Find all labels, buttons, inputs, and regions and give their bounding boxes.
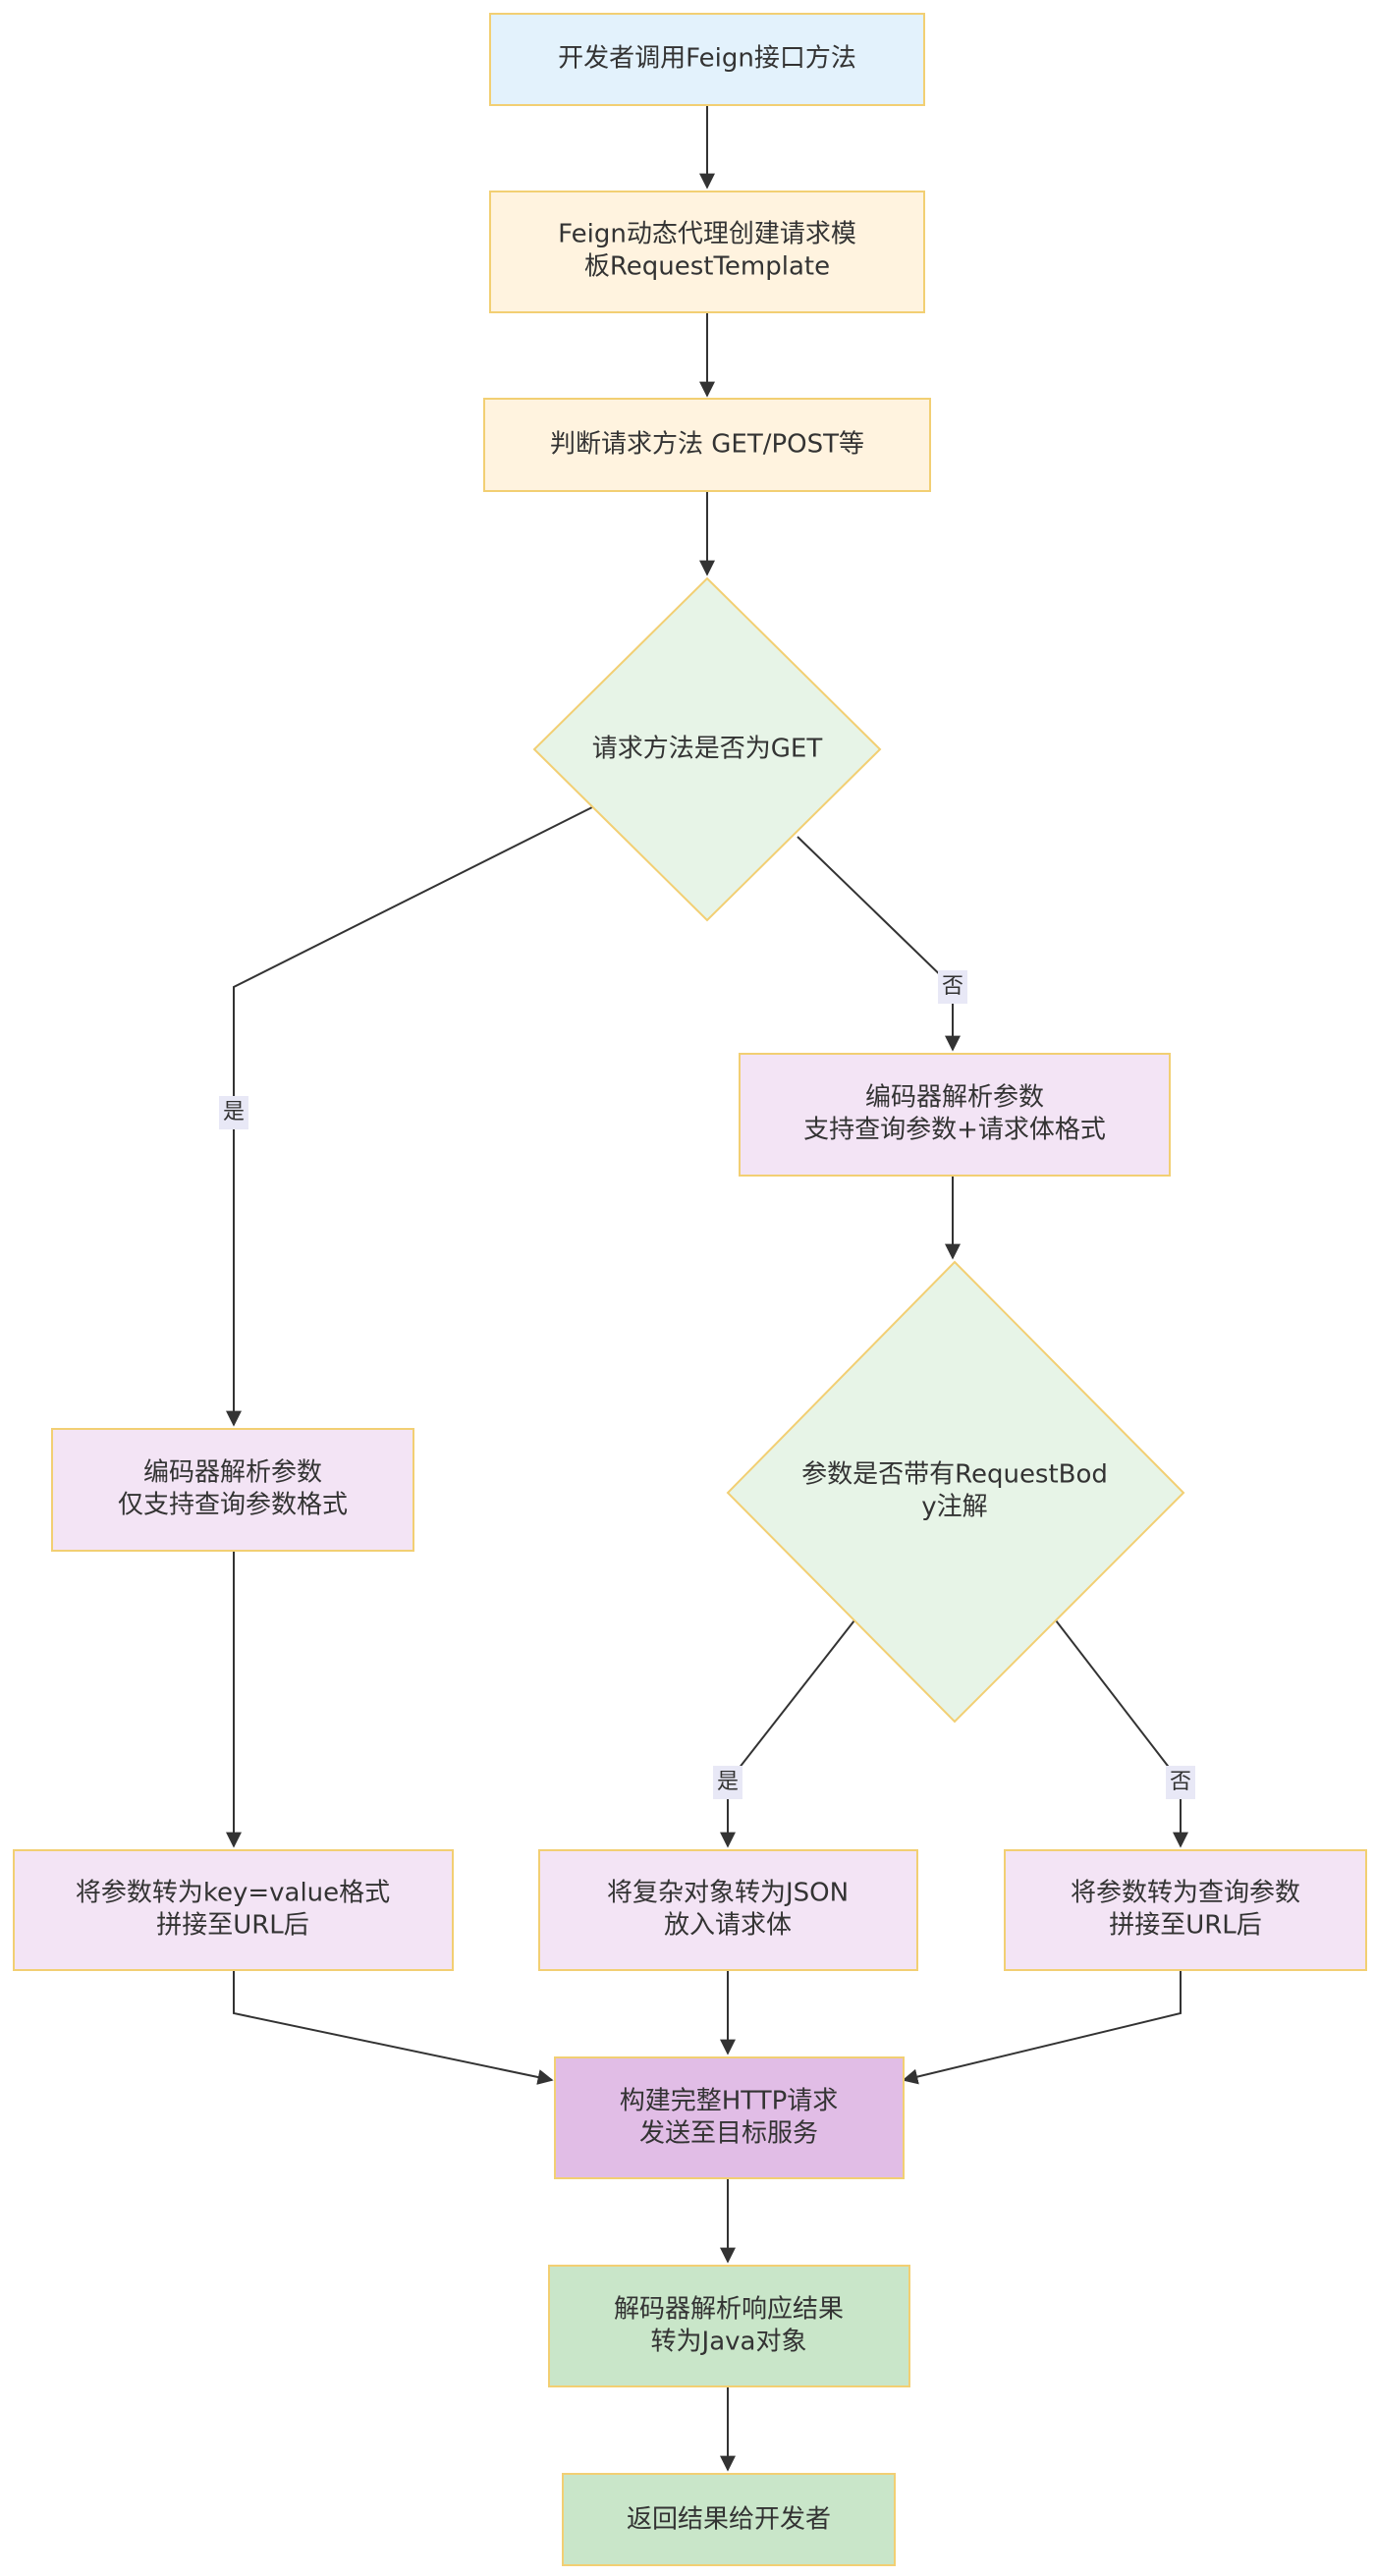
svg-text:将参数转为key=value格式: 将参数转为key=value格式 (76, 1879, 390, 1908)
node-judge: 判断请求方法 GET/POST等 (483, 398, 931, 492)
node-query: 将参数转为查询参数 拼接至URL后 (1004, 1849, 1367, 1971)
svg-text:y注解: y注解 (921, 1493, 987, 1522)
node-encoder-get: 编码器解析参数 仅支持查询参数格式 (51, 1428, 414, 1552)
svg-text:参数是否带有RequestBod: 参数是否带有RequestBod (801, 1460, 1108, 1490)
edge-kv-build (233, 1970, 554, 2085)
svg-text:仅支持查询参数格式: 仅支持查询参数格式 (118, 1491, 348, 1520)
svg-text:Feign动态代理创建请求模: Feign动态代理创建请求模 (558, 220, 856, 249)
edge-query-build (902, 1970, 1182, 2085)
svg-text:发送至目标服务: 发送至目标服务 (639, 2119, 818, 2149)
node-decode: 解码器解析响应结果 转为Java对象 (548, 2265, 910, 2387)
node-encoder-post: 编码器解析参数 支持查询参数+请求体格式 (739, 1053, 1171, 1177)
node-return: 返回结果给开发者 (562, 2473, 896, 2566)
svg-text:解码器解析响应结果: 解码器解析响应结果 (614, 2295, 844, 2325)
svg-text:板RequestTemplate: 板RequestTemplate (584, 252, 830, 282)
svg-text:拼接至URL后: 拼接至URL后 (1109, 1911, 1262, 1941)
node-proxy: Feign动态代理创建请求模 板RequestTemplate (489, 191, 925, 313)
node-has-body: 参数是否带有RequestBod y注解 (726, 1260, 1185, 1724)
svg-text:是: 是 (223, 1100, 245, 1124)
edge-label-get-no: 否 (938, 970, 967, 1004)
svg-text:拼接至URL后: 拼接至URL后 (156, 1911, 309, 1941)
svg-text:请求方法是否为GET: 请求方法是否为GET (592, 735, 823, 764)
edge-hasbody-no (1055, 1619, 1188, 1848)
svg-text:判断请求方法 GET/POST等: 判断请求方法 GET/POST等 (550, 430, 864, 460)
svg-text:是: 是 (717, 1770, 739, 1794)
edge-label-body-no: 否 (1166, 1766, 1195, 1799)
svg-text:将复杂对象转为JSON: 将复杂对象转为JSON (607, 1879, 849, 1908)
svg-text:将参数转为查询参数: 将参数转为查询参数 (1071, 1879, 1300, 1908)
svg-text:编码器解析参数: 编码器解析参数 (865, 1083, 1044, 1113)
node-build: 构建完整HTTP请求 发送至目标服务 (554, 2056, 905, 2179)
edge-hasbody-yes (720, 1619, 855, 1848)
svg-text:放入请求体: 放入请求体 (664, 1911, 792, 1941)
svg-text:否: 否 (942, 974, 963, 999)
svg-text:转为Java对象: 转为Java对象 (651, 2328, 807, 2357)
svg-text:开发者调用Feign接口方法: 开发者调用Feign接口方法 (558, 44, 856, 74)
svg-text:构建完整HTTP请求: 构建完整HTTP请求 (620, 2087, 839, 2116)
edge-isget-yes (226, 806, 593, 1427)
node-is-get: 请求方法是否为GET (532, 576, 882, 922)
node-kv: 将参数转为key=value格式 拼接至URL后 (13, 1849, 454, 1971)
svg-text:支持查询参数+请求体格式: 支持查询参数+请求体格式 (803, 1116, 1106, 1145)
edge-label-get-yes: 是 (219, 1096, 248, 1129)
edge-label-body-yes: 是 (713, 1766, 742, 1799)
svg-text:编码器解析参数: 编码器解析参数 (143, 1458, 322, 1488)
svg-text:否: 否 (1170, 1770, 1191, 1794)
node-json: 将复杂对象转为JSON 放入请求体 (538, 1849, 918, 1971)
svg-text:返回结果给开发者: 返回结果给开发者 (627, 2505, 831, 2535)
node-start: 开发者调用Feign接口方法 (489, 13, 925, 106)
edge-isget-no (797, 836, 961, 1052)
